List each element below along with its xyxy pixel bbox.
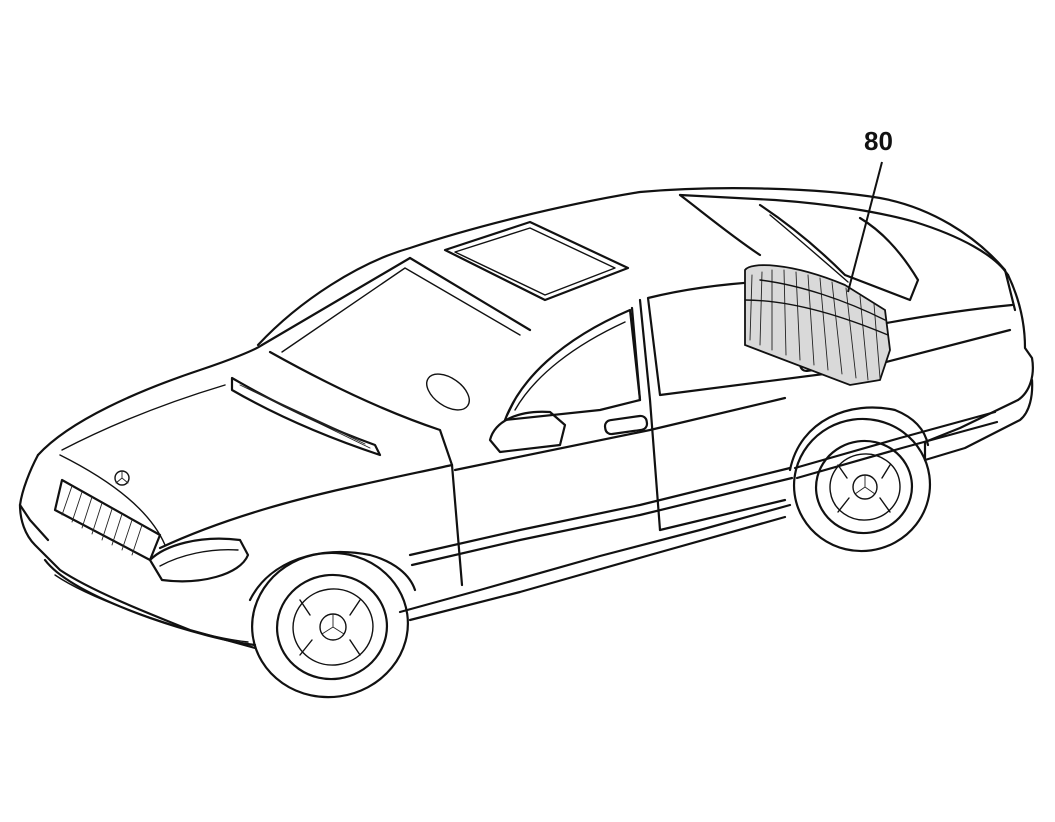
car-body bbox=[18, 187, 1034, 650]
front-grille bbox=[53, 478, 162, 562]
rear-wheel bbox=[788, 406, 932, 553]
rear-wheel-hub-emblem bbox=[852, 474, 878, 500]
callout-80: 80 bbox=[847, 126, 893, 293]
callout-label: 80 bbox=[864, 126, 893, 156]
mercedes-hood-emblem bbox=[114, 470, 130, 486]
headlight bbox=[148, 537, 250, 583]
callout-leader-line bbox=[847, 161, 883, 293]
rear-window-airbag-module bbox=[744, 264, 891, 386]
front-wheel bbox=[248, 550, 417, 699]
front-wheel-hub-emblem bbox=[319, 613, 347, 641]
